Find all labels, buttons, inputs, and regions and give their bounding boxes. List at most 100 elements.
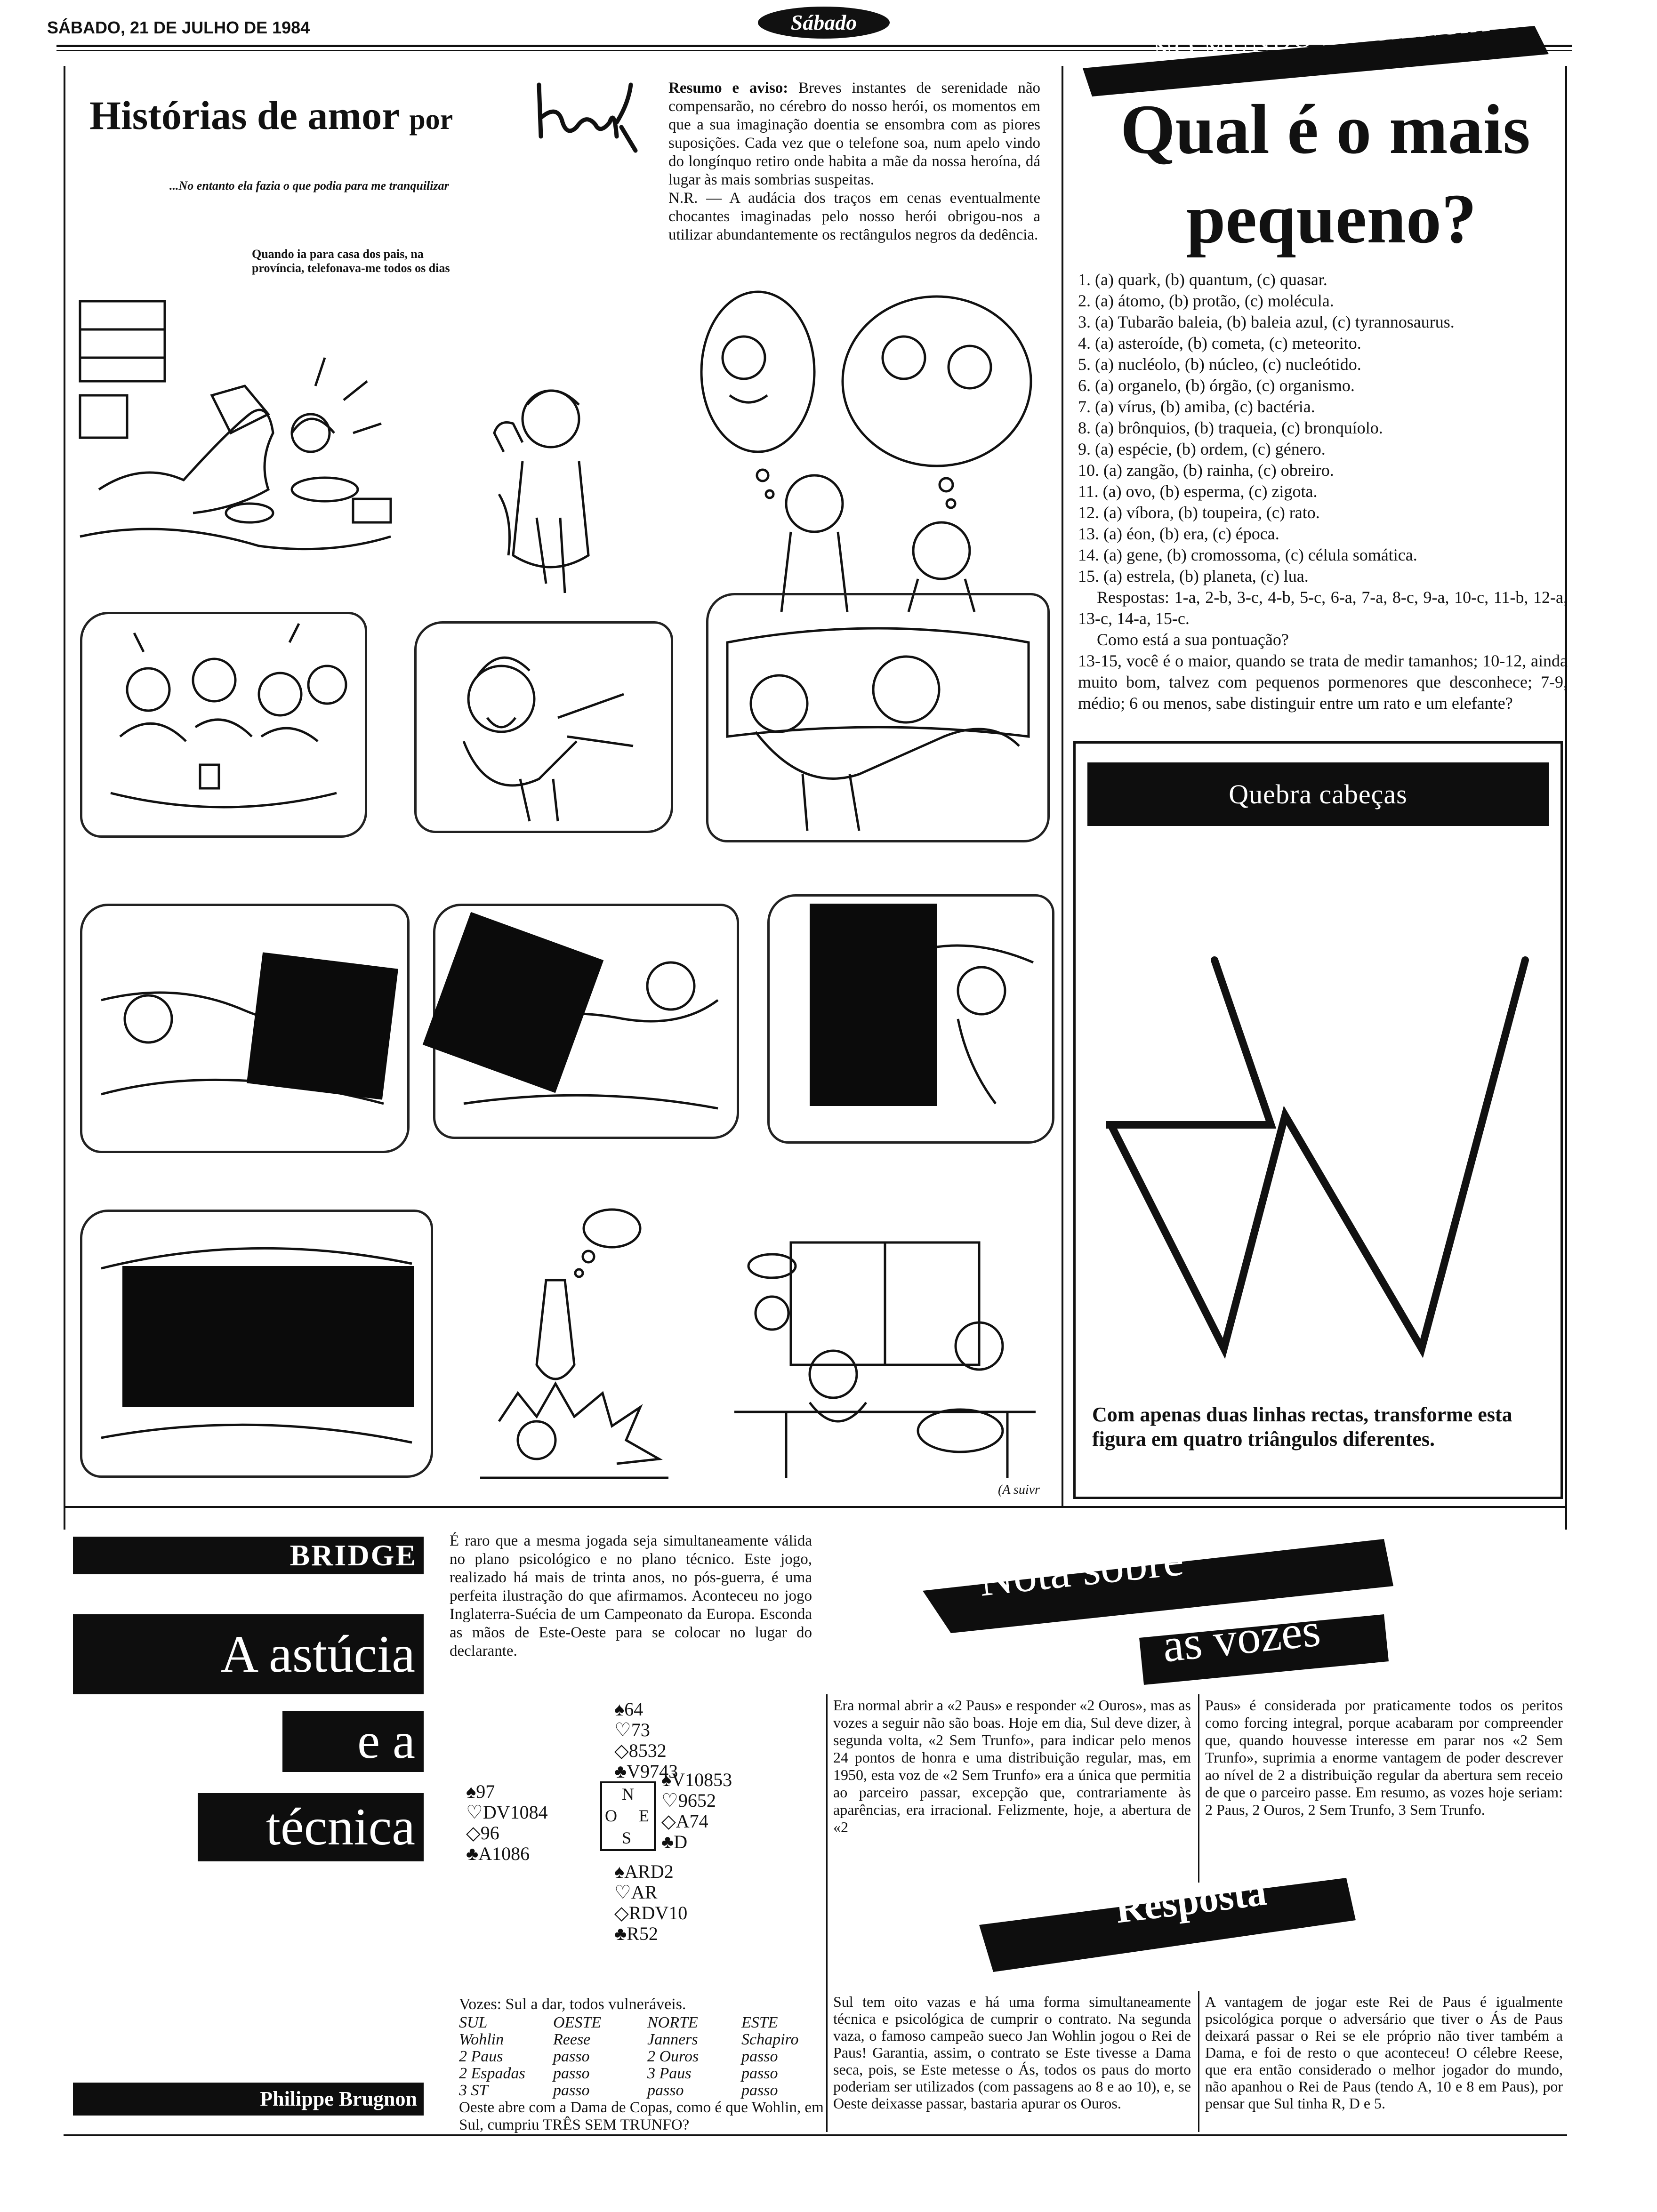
- frame-right: [1565, 66, 1567, 1530]
- question-item: 13. (a) éon, (b) era, (c) época.: [1078, 524, 1279, 543]
- censor-rect-1: [247, 952, 398, 1100]
- resposta-column-rule: [1198, 1991, 1199, 2132]
- puzzle-title: Quebra cabeças: [1229, 779, 1408, 809]
- masthead-text: Sábado: [791, 10, 857, 34]
- question-item: 10. (a) zangão, (b) rainha, (c) obreiro.: [1078, 461, 1334, 480]
- hand-row: ♣R52: [614, 1923, 658, 1944]
- nota-col-2: Paus» é considerada por praticamente tod…: [1205, 1697, 1563, 1818]
- comic-note-nr: N.R. — A audácia dos traços em cenas eve…: [668, 190, 1040, 243]
- censor-rect-3: [810, 904, 937, 1106]
- question-item: 4. (a) asteroíde, (b) cometa, (c) meteor…: [1078, 334, 1361, 353]
- bid-cell: passo: [553, 2082, 590, 2099]
- nota-column-rule: [1198, 1694, 1199, 1883]
- diamond-icon: ◇: [614, 1902, 629, 1923]
- spade-icon: ♠: [466, 1781, 476, 1802]
- hand-east: ♠V10853 ♡9652 ◇A74 ♣D: [661, 1770, 732, 1852]
- spade-icon: ♠: [661, 1769, 672, 1790]
- science-banner: [1083, 26, 1549, 96]
- hand-row: ♣D: [661, 1831, 688, 1852]
- question-item: 7. (a) vírus, (b) amiba, (c) bactéria.: [1078, 397, 1315, 416]
- diamond-icon: ◇: [466, 1822, 481, 1843]
- question-item: 14. (a) gene, (b) cromossoma, (c) célula…: [1078, 545, 1417, 564]
- hand-west: ♠97 ♡DV1084 ◇96 ♣A1086: [466, 1781, 548, 1864]
- hand-row: ♠64: [614, 1699, 643, 1720]
- comic-caption-2: Quando ia para casa dos pais, na provínc…: [252, 247, 450, 275]
- question-item: 8. (a) brônquios, (b) traqueia, (c) bron…: [1078, 418, 1383, 437]
- heart-icon: ♡: [614, 1882, 631, 1903]
- science-score-text: 13-15, você é o maior, quando se trata d…: [1078, 651, 1568, 713]
- bridge-lead: Oeste abre com a Dama de Copas, como é q…: [459, 2099, 824, 2133]
- bid-cell: passo: [553, 2065, 590, 2082]
- hand-row: ◇A74: [661, 1811, 708, 1832]
- compass-box: N O E S: [600, 1781, 656, 1851]
- bridge-column-rule: [826, 1694, 828, 2132]
- hand-row: ♡AR: [614, 1882, 658, 1903]
- frame-left: [64, 66, 65, 1530]
- puzzle-title-bar: Quebra cabeças: [1087, 762, 1549, 826]
- comic-note-body: Breves instantes de serenidade não compe…: [668, 80, 1041, 188]
- bridge-label: BRIDGE: [290, 1539, 417, 1572]
- hand-row: ◇RDV10: [614, 1902, 688, 1923]
- compass-o: O: [605, 1806, 617, 1825]
- bidding-table: SUL OESTE NORTE ESTE Wohlin Reese Janner…: [459, 2014, 836, 2099]
- question-item: 5. (a) nucléolo, (b) núcleo, (c) nucleót…: [1078, 355, 1361, 374]
- header-rule-2: [56, 50, 1572, 51]
- bid-cell: Reese: [553, 2031, 591, 2048]
- dateline: SÁBADO, 21 DE JULHO DE 1984: [47, 18, 310, 37]
- heart-icon: ♡: [614, 1719, 631, 1740]
- nota-banner: [923, 1539, 1393, 1633]
- comic-panel-explosion: [461, 1195, 678, 1487]
- bridge-author-bar: Philippe Brugnon: [73, 2083, 424, 2116]
- hand-north: ♠64 ♡73 ◇8532 ♣V9743: [614, 1699, 678, 1782]
- puzzle-figure: [1092, 941, 1544, 1388]
- heart-icon: ♡: [466, 1802, 483, 1823]
- comic-panel-thought-1: [668, 287, 1059, 617]
- puzzle-caption: Com apenas duas linhas rectas, transform…: [1092, 1403, 1512, 1451]
- comic-note: Resumo e aviso: Breves instantes de sere…: [668, 79, 1040, 244]
- comic-caption-1: ...No entanto ela fazia o que podia para…: [169, 179, 449, 192]
- bid-cell: 3 Paus: [647, 2065, 692, 2082]
- bridge-title-1: A astúcia: [220, 1625, 415, 1683]
- spade-icon: ♠: [614, 1699, 625, 1720]
- hand-row: ♠ARD2: [614, 1861, 674, 1882]
- bridge-label-bar: BRIDGE: [73, 1537, 424, 1574]
- hand-row: ♡DV1084: [466, 1802, 548, 1823]
- bid-cell: Schapiro: [741, 2031, 799, 2048]
- bid-cell: Wohlin: [459, 2031, 504, 2048]
- diamond-icon: ◇: [661, 1811, 676, 1832]
- hand-row: ♣A1086: [466, 1843, 530, 1864]
- bridge-title-2: e a: [357, 1713, 415, 1769]
- science-answers: Respostas: 1-a, 2-b, 3-c, 4-b, 5-c, 6-a,…: [1078, 588, 1568, 628]
- resposta-col-1: Sul tem oito vazas e há uma forma simult…: [833, 1993, 1191, 2112]
- science-column-rule: [1062, 66, 1063, 1506]
- question-item: 6. (a) organelo, (b) órgão, (c) organism…: [1078, 376, 1355, 395]
- bid-cell: passo: [553, 2048, 590, 2065]
- question-item: 2. (a) átomo, (b) protão, (c) molécula.: [1078, 291, 1334, 310]
- bid-cell: passo: [647, 2082, 684, 2099]
- comic-title: Histórias de amor por: [89, 92, 453, 139]
- hand-row: ♠97: [466, 1781, 495, 1802]
- author-signature-logo: [534, 80, 638, 155]
- question-item: 1. (a) quark, (b) quantum, (c) quasar.: [1078, 270, 1327, 289]
- club-icon: ♣: [614, 1923, 627, 1944]
- bridge-title-bar-1: A astúcia: [73, 1614, 424, 1694]
- question-item: 11. (a) ovo, (b) esperma, (c) zigota.: [1078, 482, 1318, 501]
- club-icon: ♣: [661, 1831, 674, 1852]
- comic-panel-couch: [706, 593, 1050, 842]
- science-questions: 1. (a) quark, (b) quantum, (c) quasar. 2…: [1078, 269, 1568, 714]
- diamond-icon: ◇: [614, 1740, 629, 1761]
- hand-row: ♠V10853: [661, 1769, 732, 1790]
- masthead-logo: Sábado: [753, 4, 894, 41]
- hand-row: ◇96: [466, 1822, 499, 1843]
- bid-cell: passo: [741, 2048, 778, 2065]
- hand-row: ♡73: [614, 1719, 650, 1740]
- question-item: 9. (a) espécie, (b) ordem, (c) género.: [1078, 440, 1326, 458]
- bridge-title-3: técnica: [265, 1798, 415, 1856]
- bid-cell: 2 Paus: [459, 2048, 503, 2065]
- bridge-title-bar-3: técnica: [198, 1793, 424, 1861]
- bidding-intro: Vozes: Sul a dar, todos vulneráveis.: [459, 1996, 686, 2013]
- compass-n: N: [622, 1785, 634, 1803]
- frame-mid-rule: [64, 1506, 1567, 1508]
- resposta-col-2: A vantagem de jogar este Rei de Paus é i…: [1205, 1993, 1563, 2112]
- comic-panel-phone: [466, 377, 645, 621]
